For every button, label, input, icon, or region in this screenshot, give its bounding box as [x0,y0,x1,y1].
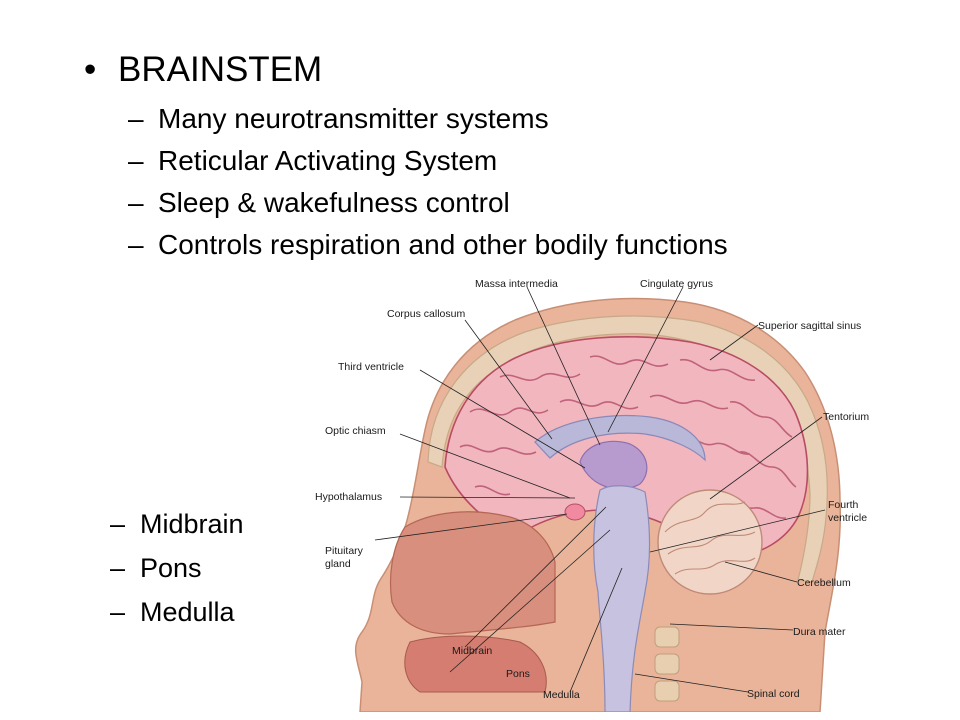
label-massa-intermedia: Massa intermedia [475,278,558,290]
label-dura-mater: Dura mater [793,626,846,638]
label-optic-chiasm: Optic chiasm [325,425,386,437]
nasal-cavity [389,511,556,635]
cerebellum-folia [664,501,756,575]
label-pituitary-gland: Pituitary [325,545,364,557]
label-corpus-callosum: Corpus callosum [387,308,465,320]
list-item: –Controls respiration and other bodily f… [128,229,728,260]
label-midbrain: Midbrain [452,645,492,657]
heading-bullet: • BRAINSTEM [84,48,322,92]
label-hypothalamus: Hypothalamus [315,491,382,503]
label-medulla: Medulla [543,689,580,701]
brain-sagittal-diagram: Massa intermedia Cingulate gyrus Corpus … [300,262,900,712]
list-item: –Sleep & wakefulness control [128,187,510,218]
label-cingulate-gyrus: Cingulate gyrus [640,278,713,290]
brainstem-parts-list: –Midbrain –Pons –Medulla [110,502,244,634]
label-tentorium: Tentorium [823,411,869,423]
list-item: –Medulla [110,597,235,627]
brainstem [593,485,651,712]
list-item: –Reticular Activating System [128,145,498,176]
list-item: –Midbrain [110,509,244,539]
label-cerebellum: Cerebellum [797,577,851,589]
label-pituitary-gland-2: gland [325,558,351,570]
label-pons: Pons [506,668,530,680]
label-fourth-ventricle: Fourth [828,499,859,511]
label-superior-sagittal-sinus: Superior sagittal sinus [758,320,861,332]
list-item: –Many neurotransmitter systems [128,103,549,134]
bullet-dot: • [84,50,97,89]
vertebrae [654,626,680,702]
slide-heading: BRAINSTEM [118,50,323,89]
tongue [404,635,547,693]
corpus-callosum [534,414,706,462]
label-leaders [374,286,826,693]
feature-list: –Many neurotransmitter systems –Reticula… [128,98,728,266]
label-spinal-cord: Spinal cord [747,688,800,700]
label-third-ventricle: Third ventricle [338,361,404,373]
brain-illustration: Massa intermedia Cingulate gyrus Corpus … [315,278,869,712]
skull [427,315,828,583]
label-fourth-ventricle-2: ventricle [828,512,867,524]
list-item: –Pons [110,553,202,583]
pituitary-shape [564,503,586,521]
